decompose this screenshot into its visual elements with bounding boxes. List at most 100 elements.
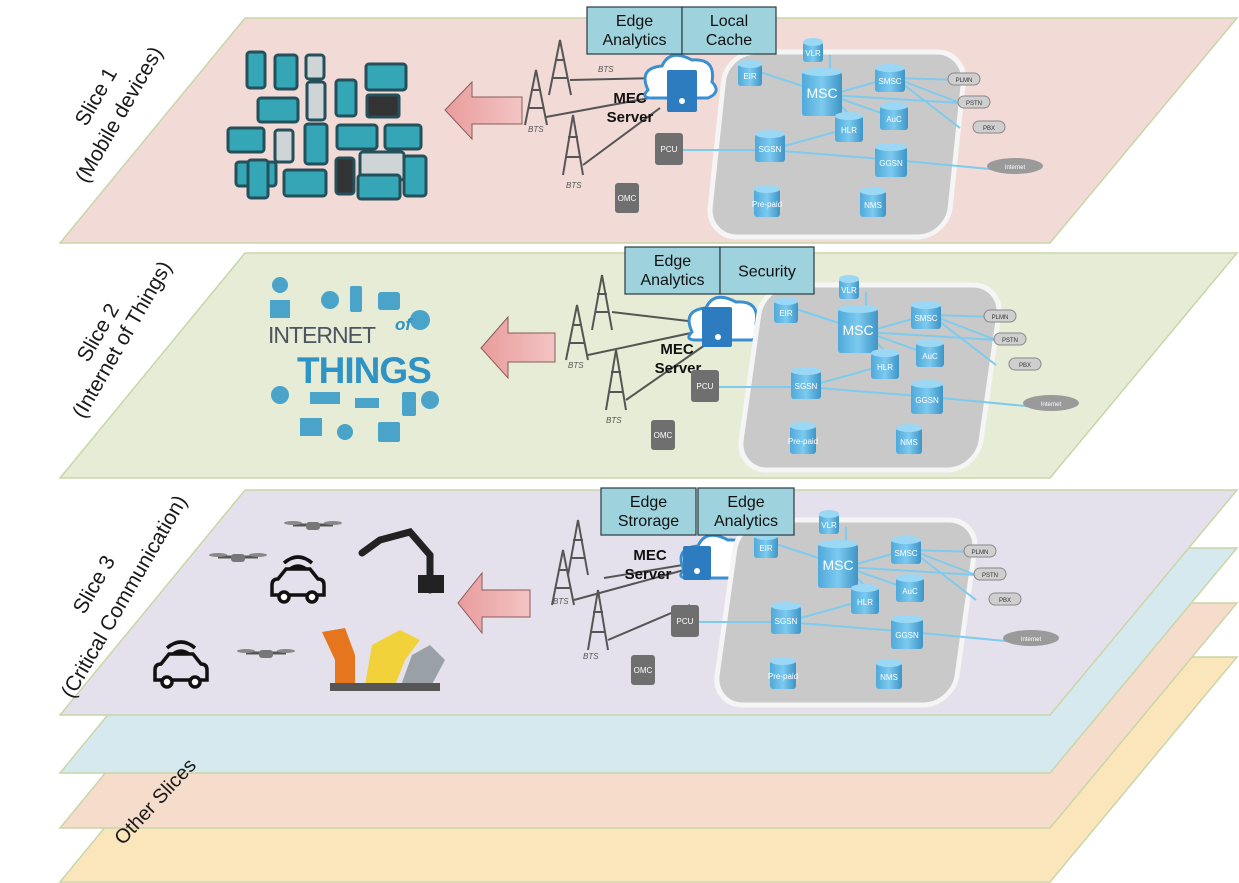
pstn-icon: PSTN (957, 95, 991, 109)
pcu-icon: PCU (655, 133, 683, 165)
prepaid-label: Pre-paid (788, 437, 818, 446)
hlr-label: HLR (841, 126, 857, 135)
ggsn-label: GGSN (895, 631, 919, 640)
sgsn-icon: SGSN (771, 602, 801, 634)
plmn-label: PLMN (992, 315, 1009, 321)
omc-label: OMC (618, 194, 637, 203)
sgsn-icon: SGSN (755, 130, 785, 162)
internet-word: INTERNET (268, 322, 376, 348)
smsc-label: SMSC (894, 549, 917, 558)
pbx-icon: PBX (1008, 357, 1042, 371)
eir-label: EIR (759, 544, 773, 553)
sgsn-label: SGSN (775, 617, 798, 626)
drone-icon (237, 649, 295, 658)
internet-cloud-icon: Internet (987, 158, 1043, 174)
slice-3-plane: Slice 3 (Critical Communication) (57, 489, 1239, 716)
bts-label: BTS (598, 65, 614, 74)
hlr-icon: HLR (871, 349, 899, 379)
auc-label: AuC (922, 352, 938, 361)
hlr-label: HLR (877, 363, 893, 372)
vlr-icon: VLR (839, 275, 859, 299)
mec-server-icon (687, 295, 762, 347)
pbx-label: PBX (983, 126, 995, 132)
pcu-label: PCU (661, 145, 678, 154)
mobile-devices-icon (226, 50, 428, 201)
pstn-label: PSTN (966, 101, 982, 107)
edge-service-box: Security (719, 246, 815, 295)
prepaid-label: Pre-paid (768, 672, 798, 681)
vlr-label: VLR (821, 521, 837, 530)
omc-icon: OMC (651, 420, 675, 450)
smsc-icon: SMSC (911, 301, 941, 329)
nms-icon: NMS (876, 659, 902, 689)
msc-label: MSC (842, 322, 873, 338)
sgsn-label: SGSN (795, 382, 818, 391)
pstn-label: PSTN (982, 573, 998, 579)
slice-3-direction-arrow (457, 571, 531, 635)
smsc-label: SMSC (914, 314, 937, 323)
robot-arm-icon (358, 528, 444, 594)
msc-icon: MSC (802, 68, 842, 116)
bts-label: BTS (583, 652, 599, 661)
ggsn-icon: GGSN (911, 380, 943, 414)
pbx-icon: PBX (988, 592, 1022, 606)
omc-label: OMC (654, 431, 673, 440)
bts-label: BTS (566, 181, 582, 190)
msc-label: MSC (806, 85, 837, 101)
nms-icon: NMS (896, 424, 922, 454)
iot-illustration: INTERNET of THINGS (268, 277, 439, 442)
eir-icon: EIR (738, 60, 762, 86)
bts-label: BTS (553, 597, 569, 606)
smsc-icon: SMSC (891, 536, 921, 564)
bts-label: BTS (606, 416, 622, 425)
ggsn-label: GGSN (915, 396, 939, 405)
pcu-icon: PCU (691, 370, 719, 402)
hlr-label: HLR (857, 598, 873, 607)
prepaid-icon: Pre-paid (752, 185, 782, 217)
msc-icon: MSC (818, 540, 858, 588)
plmn-label: PLMN (972, 550, 989, 556)
pbx-icon: PBX (972, 120, 1006, 134)
omc-icon: OMC (615, 183, 639, 213)
internet-label: Internet (1041, 402, 1062, 408)
vlr-label: VLR (841, 286, 857, 295)
mec-server-icon (643, 53, 718, 112)
ggsn-label: GGSN (879, 159, 903, 168)
pcu-label: PCU (677, 617, 694, 626)
internet-label: Internet (1021, 637, 1042, 643)
nms-label: NMS (880, 673, 898, 682)
bts-tower-icon (565, 274, 706, 411)
plmn-icon: PLMN (983, 309, 1017, 323)
eir-label: EIR (743, 72, 757, 81)
prepaid-icon: Pre-paid (788, 422, 818, 454)
hlr-icon: HLR (835, 112, 863, 142)
internet-cloud-icon: Internet (1023, 395, 1079, 411)
eir-icon: EIR (754, 532, 778, 558)
vlr-label: VLR (805, 49, 821, 58)
internet-label: Internet (1005, 165, 1026, 171)
plmn-icon: PLMN (963, 544, 997, 558)
hlr-icon: HLR (851, 584, 879, 614)
connected-car-icon (153, 640, 209, 689)
plmn-label: PLMN (956, 78, 973, 84)
auc-icon: AuC (896, 574, 924, 602)
internet-cloud-icon: Internet (1003, 630, 1059, 646)
industrial-robots-icon (322, 628, 445, 691)
prepaid-label: Pre-paid (752, 200, 782, 209)
nms-icon: NMS (860, 187, 886, 217)
eir-icon: EIR (774, 297, 798, 323)
smsc-icon: SMSC (875, 64, 905, 92)
pcu-label: PCU (697, 382, 714, 391)
